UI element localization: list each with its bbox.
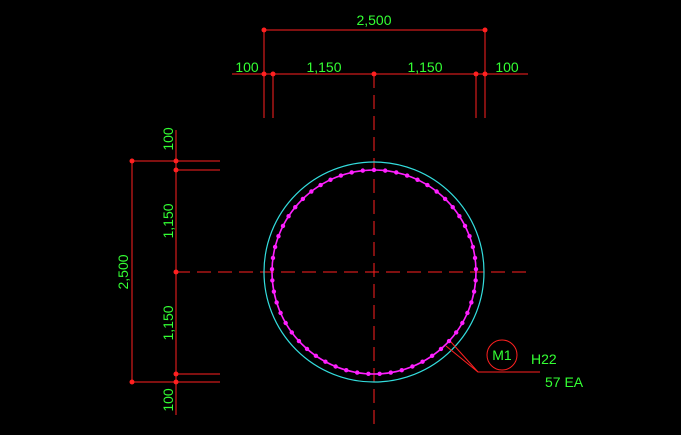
pile-outer-circle [263,161,485,383]
rebar-dot [371,167,377,173]
tick-dot [173,379,179,385]
callout-mark-circle [486,339,518,371]
top-dimension-texts: 2,500 100 1,150 1,150 100 [235,12,519,75]
rebar-dot [271,289,277,294]
rebar-dot [473,278,478,283]
rebar-dot [438,346,444,352]
rebar-dot [472,255,478,261]
rebar-dot [377,371,382,377]
rebar-dot [383,168,388,173]
rebar-dot [429,353,435,359]
callout-quantity-text: 57 EA [545,374,584,390]
top-dimensions [232,29,528,118]
tick-dot [261,27,267,33]
rebar-dot [420,359,425,364]
rebar-dot [333,364,338,369]
rebar-dot [286,214,291,219]
rebar-dot [272,244,278,250]
tick-dot [173,269,179,275]
top-right-cover-text: 100 [495,59,519,75]
rebar-dot [270,278,275,283]
top-left-span-text: 1,150 [306,59,341,75]
left-bottom-span-text: 1,150 [160,305,176,340]
rebar-dot [323,359,328,364]
rebar-dot [470,244,476,250]
tick-dot [261,71,267,77]
tick-dot [173,158,179,164]
rebar-dot [318,182,323,188]
rebar-dot [366,371,371,377]
top-overall-dim-text: 2,500 [356,12,391,28]
left-dimension-ticks [129,158,179,385]
top-right-span-text: 1,150 [407,59,442,75]
rebar-dot [269,266,275,272]
callout-leader-line-2 [450,341,479,373]
left-bottom-cover-text: 100 [160,388,176,412]
rebar-dot [276,234,281,239]
rebar-dot [394,170,399,175]
rebar-dot [300,196,306,202]
tick-dot [129,158,135,164]
top-dimension-ticks [261,27,488,77]
rebar-dot [278,310,283,316]
tick-dot [473,71,479,77]
rebar-dot [453,330,459,335]
rebar-dot [465,310,470,316]
rebar-dots [269,167,479,377]
rebar-dot [283,320,288,326]
rebar-dot [434,189,439,194]
rebar-dot [304,346,310,352]
tick-dot [173,167,179,173]
rebar-dot [471,289,477,294]
left-top-span-text: 1,150 [160,203,176,238]
left-dimension-texts: 2,500 100 1,150 1,150 100 [115,127,176,412]
rebar-dot [328,177,333,182]
tick-dot [371,71,377,77]
tick-dot [482,71,488,77]
rebar-dot [410,364,415,369]
rebar-dot [296,338,302,344]
left-top-cover-text: 100 [160,127,176,151]
left-overall-dim-text: 2,500 [115,254,131,289]
rebar-dot [425,182,430,188]
tick-dot [270,71,276,77]
rebar-dot [274,300,279,305]
rebar-dot [349,170,354,175]
rebar-dot [460,320,465,326]
rebar-dot [360,168,365,173]
rebar-dot [450,204,455,210]
rebar-dot [344,367,349,373]
center-lines [176,74,530,430]
rebar-callout: M1 H22 57 EA [445,339,584,390]
rebar-dot [338,173,344,178]
callout-bar-size-text: H22 [531,351,557,367]
rebar-dot [404,173,410,178]
rebar-dot [467,234,472,239]
rebar-dot [293,204,298,210]
rebar-dot [457,214,462,219]
rebar-dot [442,196,448,202]
rebar-dot [280,223,286,229]
tick-dot [482,27,488,33]
rebar-dot [446,338,452,344]
rebar-dot [388,370,393,375]
rebar-dot [399,367,404,373]
rebar-dot [309,189,314,194]
tick-dot [173,371,179,377]
callout-mark-text: M1 [492,347,512,363]
rebar-dot [289,330,295,335]
rebar-dot [355,370,360,375]
top-left-cover-text: 100 [235,59,259,75]
tick-dot [129,379,135,385]
rebar-dot [270,255,276,261]
rebar-dot [415,177,420,182]
rebar-dot [462,223,468,229]
rebar-dot [469,300,474,305]
rebar-dot [313,353,319,359]
rebar-dot [473,266,479,272]
